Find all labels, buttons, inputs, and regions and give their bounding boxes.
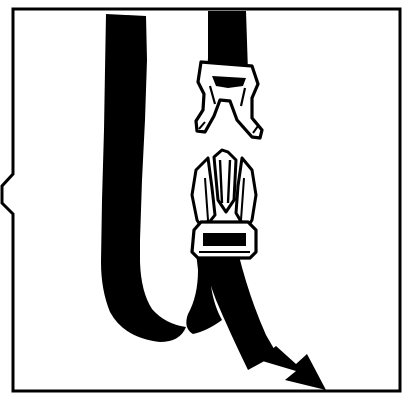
buckle-female-part [194,60,264,140]
strap-left [101,14,186,342]
strap-lower [186,252,277,370]
strap-upper [207,11,248,72]
buckle-male-part [190,148,258,260]
pull-direction-arrow-icon [259,346,326,390]
